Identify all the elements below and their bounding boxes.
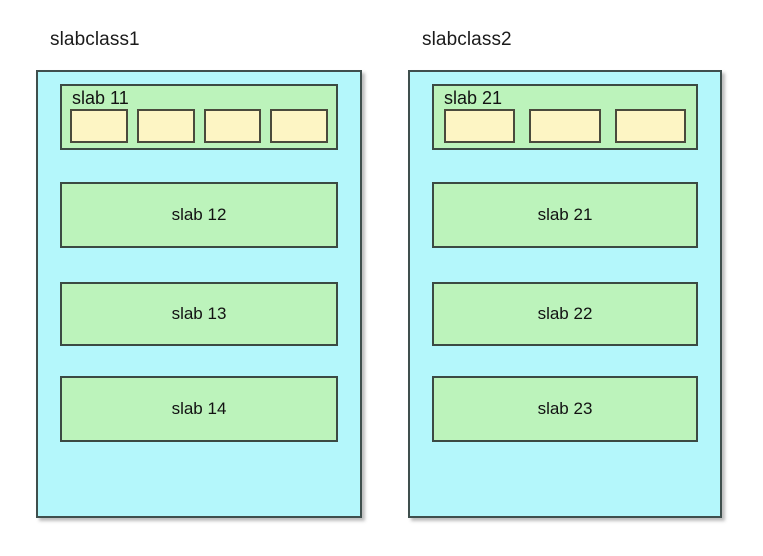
slabclass-title-1: slabclass1 <box>50 29 140 50</box>
slabclass-container-2: slab 21 slab 21 slab 22 slab 23 <box>408 70 722 518</box>
slab-box: slab 14 <box>60 376 338 442</box>
slab-label: slab 13 <box>171 304 227 323</box>
slabclass-container-1: slab 11 slab 12 slab 13 slab 14 <box>36 70 362 518</box>
slab-label: slab 12 <box>171 205 227 224</box>
chunk-row <box>444 108 686 144</box>
slab-box: slab 22 <box>432 282 698 346</box>
slab-box: slab 12 <box>60 182 338 248</box>
chunk <box>136 109 195 143</box>
slab-label: slab 21 <box>444 88 503 108</box>
chunk <box>70 109 128 143</box>
chunk <box>203 109 262 143</box>
slab-box: slab 21 <box>432 182 698 248</box>
chunk <box>529 109 601 143</box>
slab-label: slab 23 <box>537 399 593 418</box>
slab-box: slab 11 <box>60 84 338 150</box>
chunk <box>614 109 686 143</box>
chunk-row <box>70 108 328 144</box>
slab-box: slab 13 <box>60 282 338 346</box>
slab-label: slab 11 <box>72 88 129 108</box>
chunk <box>444 109 516 143</box>
slabclass-column-1: slabclass1 slab 11 slab 12 slab 13 <box>36 0 362 556</box>
slab-label: slab 21 <box>537 205 593 224</box>
slab-label: slab 22 <box>537 304 593 323</box>
slab-box: slab 23 <box>432 376 698 442</box>
chunk <box>270 109 328 143</box>
slabclass-title-2: slabclass2 <box>422 29 512 50</box>
slab-label: slab 14 <box>171 399 227 418</box>
slabclass-column-2: slabclass2 slab 21 slab 21 slab 22 <box>408 0 722 556</box>
slab-box: slab 21 <box>432 84 698 150</box>
